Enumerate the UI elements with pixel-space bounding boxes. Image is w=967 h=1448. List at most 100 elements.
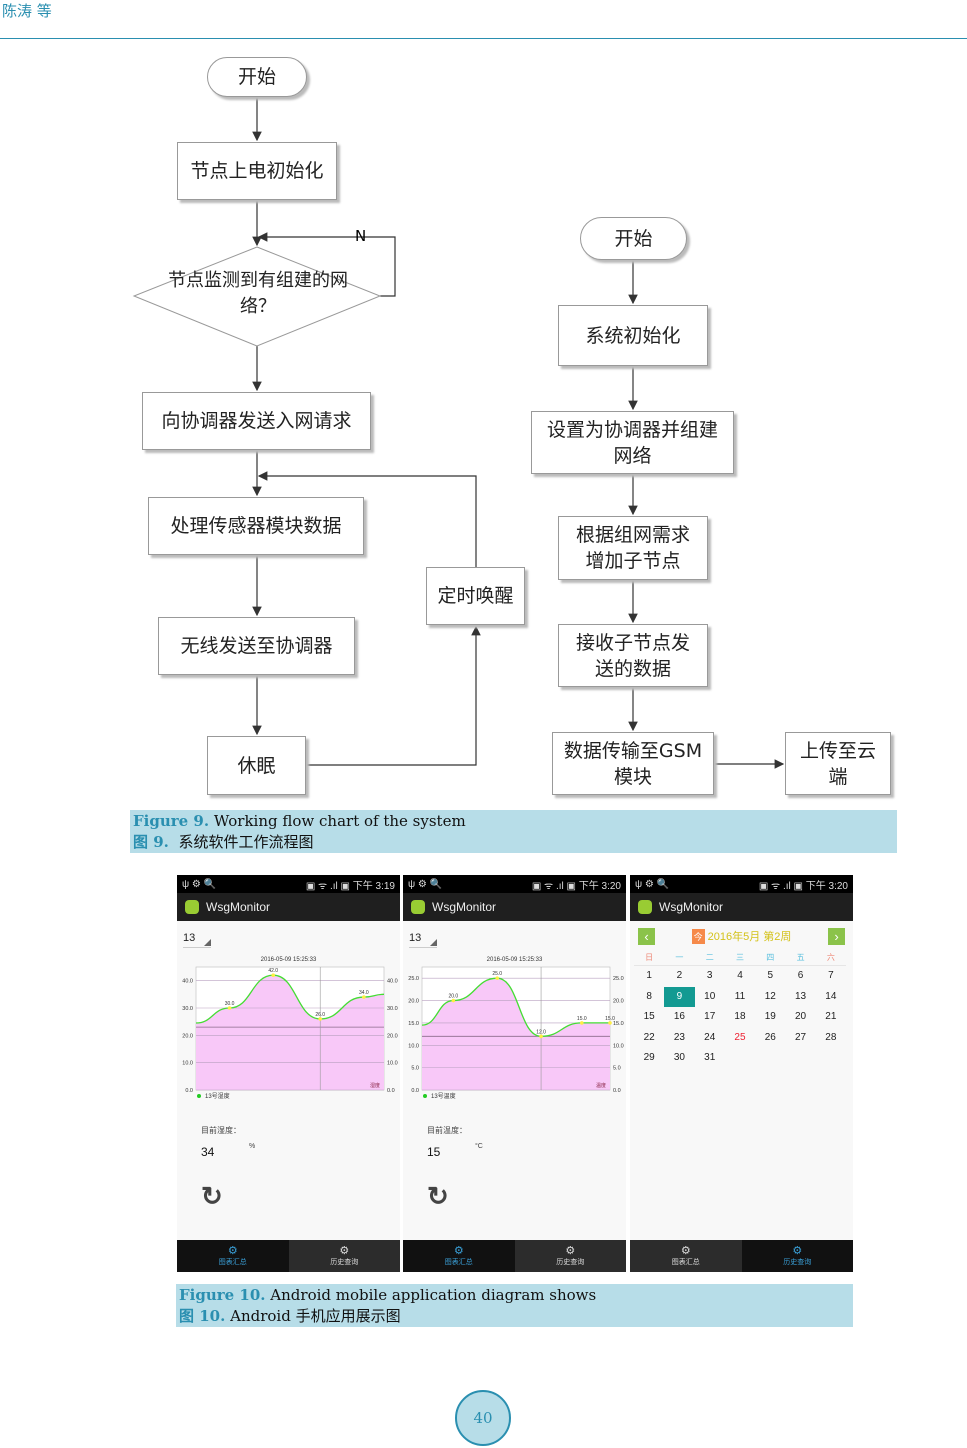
calendar-day[interactable]: 30 [673, 1052, 685, 1063]
calendar-day[interactable]: 24 [704, 1031, 716, 1043]
calendar-day[interactable]: 11 [734, 990, 746, 1002]
status-time: ▣ ᯤ .ıl ▣ 下午 3:20 [531, 880, 621, 892]
calendar-title: 2016年5月 第2周 [707, 931, 792, 943]
next-week-button[interactable]: › [828, 927, 845, 945]
weekday-header: 三 [724, 949, 756, 966]
tab-history[interactable]: ⚙历史查询 [741, 1240, 853, 1272]
calendar-day[interactable]: 22 [643, 1031, 655, 1043]
unit-label: % [249, 1143, 256, 1150]
calendar-day[interactable]: 15 [643, 1011, 655, 1022]
calendar-day[interactable]: 20 [795, 1011, 807, 1022]
current-label: 目前湿度： [201, 1126, 241, 1135]
calendar-day[interactable]: 3 [706, 970, 713, 981]
calendar-day[interactable]: 26 [764, 1031, 776, 1043]
running-header: 陈涛 等 [2, 2, 52, 20]
calendar-day[interactable]: 31 [704, 1052, 716, 1063]
y-tick-left: 10.0 [182, 1061, 193, 1067]
tab-chart-summary[interactable]: ⚙ 图表汇总 [630, 1240, 742, 1272]
calendar-day[interactable]: 8 [646, 990, 652, 1002]
calendar-day[interactable]: 12 [764, 990, 776, 1002]
gear-icon: ⚙ [453, 1245, 464, 1257]
tab-label: 图表汇总 [218, 1259, 247, 1266]
y-tick-left: 20.0 [182, 1033, 193, 1039]
tab-history[interactable]: ⚙历史查询 [288, 1240, 400, 1272]
today-button[interactable]: 今 [691, 928, 705, 944]
right-start-node: 开始 [580, 217, 687, 260]
calendar-day[interactable]: 23 [673, 1031, 685, 1043]
calendar-day[interactable]: 4 [737, 970, 743, 981]
data-label: 26.0 [315, 1012, 325, 1018]
unit-label: °C [475, 1143, 483, 1150]
fig9-label-cn: 图 9. [133, 833, 169, 851]
gear-icon: ⚙ [792, 1245, 803, 1257]
tab-chart-summary[interactable]: ⚙图表汇总 [177, 1240, 289, 1272]
data-label: 30.0 [225, 1001, 235, 1007]
calendar-day[interactable]: 29 [643, 1052, 655, 1063]
data-label: 25.0 [492, 971, 502, 977]
android-app-icon [185, 900, 199, 914]
data-point [318, 1017, 323, 1021]
no-branch-label: N [355, 227, 367, 245]
page-number: 40 [455, 1390, 511, 1446]
figure-9-caption: Figure 9. Working flow chart of the syst… [130, 810, 897, 853]
node-spinner[interactable]: 13 [183, 932, 211, 948]
calendar-day[interactable]: 19 [764, 1011, 776, 1022]
fig9-text-cn: 系统软件工作流程图 [178, 833, 314, 851]
prev-week-button[interactable]: ‹ [638, 927, 655, 945]
calendar-day[interactable]: 13 [795, 990, 807, 1002]
phone-temperature: ψ ⚙ 🔍▣ ᯤ .ıl ▣ 下午 3:20 WsgMonitor 13 201… [403, 875, 626, 1272]
tab-history[interactable]: ⚙历史查询 [514, 1240, 626, 1272]
y-tick-right: 0.0 [387, 1088, 395, 1093]
y-tick-right: 10.0 [387, 1061, 398, 1067]
status-bar: ψ ⚙ 🔍▣ ᯤ .ıl ▣ 下午 3:20 [403, 875, 626, 893]
data-point [362, 995, 366, 999]
node-spinner[interactable]: 13 [409, 932, 437, 948]
y-tick-left: 0.0 [411, 1088, 419, 1093]
calendar-day[interactable]: 1 [646, 970, 652, 981]
data-point [227, 1006, 232, 1010]
series-name: 温度 [596, 1082, 606, 1089]
tab-label: 历史查询 [330, 1259, 359, 1266]
status-time: ▣ ᯤ .ıl ▣ 下午 3:19 [305, 880, 395, 892]
calendar-day[interactable]: 6 [797, 970, 804, 981]
gear-icon: ⚙ [680, 1245, 691, 1257]
android-app-icon [411, 900, 425, 914]
calendar-day[interactable]: 9 [664, 986, 695, 1007]
coordinator-node: 设置为协调器并组建网络 [531, 411, 734, 474]
refresh-icon[interactable]: ↻ [201, 1181, 223, 1211]
phone-humidity: ψ ⚙ 🔍▣ ᯤ .ıl ▣ 下午 3:19 WsgMonitor 13 201… [177, 875, 400, 1272]
y-tick-right: 25.0 [613, 976, 624, 982]
calendar-day[interactable]: 28 [825, 1031, 837, 1043]
tab-label: 图表汇总 [671, 1259, 700, 1266]
weekday-header: 一 [664, 949, 695, 966]
data-label: 42.0 [268, 968, 278, 974]
sleep-node: 休眠 [207, 736, 306, 795]
tab-chart-summary[interactable]: ⚙图表汇总 [403, 1240, 515, 1272]
app-title: WsgMonitor [432, 900, 497, 914]
calendar-day[interactable]: 17 [704, 1011, 716, 1022]
fig10-text-en: Android mobile application diagram shows [270, 1286, 597, 1304]
calendar-day[interactable]: 16 [673, 1011, 685, 1022]
app-title: WsgMonitor [206, 900, 271, 914]
chart-timestamp: 2016-05-09 15:25:33 [486, 957, 543, 963]
calendar-day[interactable]: 5 [767, 970, 774, 981]
calendar-day[interactable]: 10 [704, 990, 716, 1002]
chart-legend: 13号温度 [423, 1091, 456, 1100]
calendar-day[interactable]: 14 [825, 990, 837, 1002]
data-point [495, 976, 499, 980]
calendar-day[interactable]: 7 [828, 970, 834, 981]
refresh-icon[interactable]: ↻ [427, 1181, 449, 1211]
calendar-day[interactable]: 21 [825, 1011, 837, 1022]
calendar-day[interactable]: 18 [734, 1011, 746, 1022]
data-point [271, 973, 276, 977]
y-tick-left: 0.0 [185, 1088, 193, 1093]
decision-text: 节点监测到有组建的网络？ [168, 270, 348, 317]
calendar-day[interactable]: 27 [795, 1031, 807, 1043]
status-bar: ψ ⚙ 🔍▣ ᯤ .ıl ▣ 下午 3:20 [630, 875, 853, 893]
node-power-init: 节点上电初始化 [177, 142, 337, 200]
data-label: 34.0 [359, 990, 369, 996]
calendar-day[interactable]: 2 [676, 970, 683, 981]
calendar-day[interactable]: 25 [734, 1031, 746, 1043]
